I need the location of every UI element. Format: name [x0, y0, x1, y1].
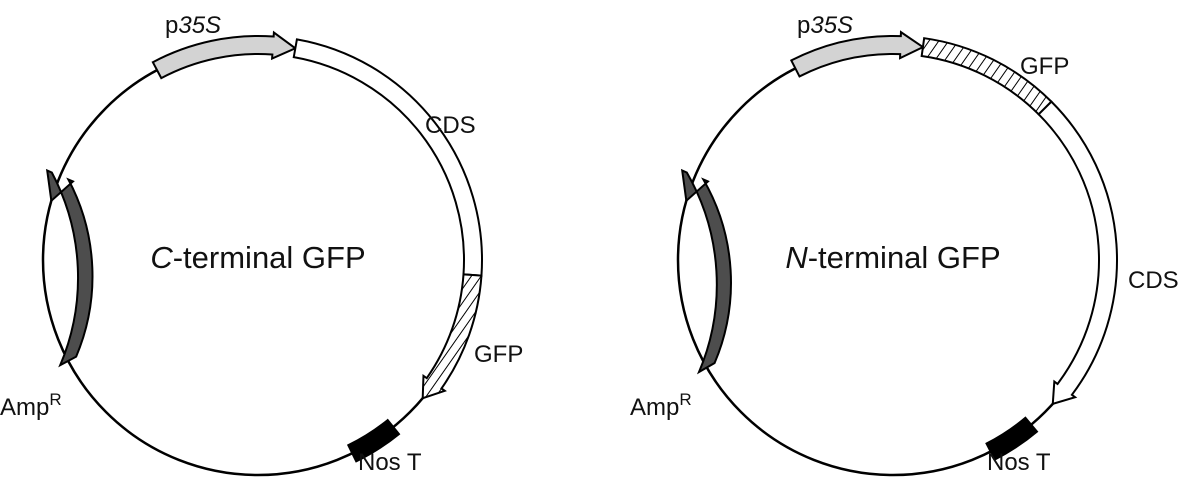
- plasmid-n-terminal: p35S GFP CDS Nos T AmpR N-terminal GFP: [630, 12, 1179, 477]
- promoter-label-right: p35S: [797, 12, 853, 39]
- resistance-arrow-right: [680, 168, 732, 375]
- terminator-block-left: [346, 418, 401, 463]
- resistance-label-right: AmpR: [630, 390, 692, 421]
- cds-label-left: CDS: [425, 112, 476, 139]
- resistance-label-left: AmpR: [0, 390, 62, 421]
- plasmid-title-left: C-terminal GFP: [150, 240, 365, 275]
- cds-arrow-right: [1037, 100, 1118, 406]
- gfp-label-left: GFP: [474, 341, 523, 368]
- resistance-arrow-left: [45, 168, 94, 368]
- gfp-arrow-left: [421, 273, 483, 400]
- promoter-label-left: p35S: [165, 12, 221, 39]
- promoter-arrow-left: [151, 30, 298, 80]
- plasmid-title-right: N-terminal GFP: [785, 240, 1000, 275]
- terminator-block-right: [985, 416, 1039, 461]
- plasmid-c-terminal: p35S CDS GFP Nos T AmpR C-terminal GFP: [0, 12, 523, 477]
- gfp-label-right: GFP: [1020, 53, 1069, 80]
- cds-label-right: CDS: [1128, 267, 1179, 294]
- terminator-label-right: Nos T: [987, 449, 1051, 476]
- terminator-label-left: Nos T: [358, 449, 422, 476]
